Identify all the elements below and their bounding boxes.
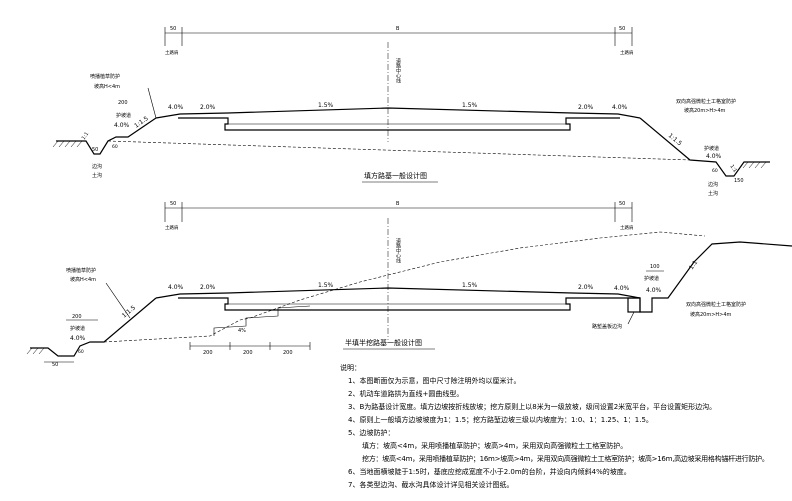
half-ditch-depth: 60 [78, 349, 84, 355]
note-5: 5、边坡防护： [348, 429, 395, 437]
fill-right-protect-height: 坡高20m>H>4m [684, 107, 726, 114]
half-left-protect-height: 坡高H<4m [70, 276, 96, 283]
fill-dim-right: 50 [619, 26, 625, 32]
half-slope-inner-left: 2.0% [200, 284, 216, 291]
half-cut-protect-height: 坡高20m>H>4m [690, 311, 732, 318]
half-cut-berm-label: 护坡道 [644, 275, 659, 282]
half-step-slope: 4% [238, 328, 246, 334]
note-6: 6、当地面横坡陡于1:5时，基底应挖成宽度不小于2.0m的台阶，并设向内倾斜4%… [348, 468, 631, 476]
fill-right-ditch-ratio: 1:1 [728, 164, 738, 174]
half-berm-slope: 4.0% [70, 335, 86, 342]
half-shoulder-left: 土路肩 [165, 224, 179, 231]
fill-slope-mid-left: 1.5% [318, 102, 334, 109]
note-3: 3、B为路基设计宽度。填方边坡按折线放坡；挖方原则上以8米为一级放坡，级间设置2… [348, 403, 717, 411]
fill-right-berm-slope: 4.0% [706, 153, 722, 160]
half-slope-mid-right: 1.5% [462, 282, 478, 289]
notes-heading: 说明： [340, 364, 361, 372]
half-section-title: 半填半挖路基一般设计图 [345, 338, 422, 347]
fill-berm-slope: 4.0% [114, 122, 130, 129]
half-dim-left: 50 [170, 201, 176, 207]
fill-right-ratio: 1:1.5 [667, 132, 683, 147]
fill-shoulder-right: 土路肩 [620, 49, 634, 56]
fill-right-ditch-label-1: 边沟 [708, 181, 718, 188]
fill-slope-outer-left: 4.0% [168, 104, 184, 111]
half-step-2: 200 [243, 350, 253, 356]
half-berm-label: 护坡道 [70, 325, 85, 332]
fill-right-protect-title: 双向高强微粒土工格室防护 [676, 98, 736, 105]
half-slope-inner-right: 2.0% [578, 284, 594, 291]
note-2: 2、机动车道路拱为直线+圆曲线型。 [348, 390, 464, 398]
half-slope-outer-right: 4.0% [614, 285, 630, 292]
fill-section-title: 填方路基一般设计图 [364, 171, 427, 180]
half-centerline-label: 道路中心线 [395, 237, 401, 263]
fill-ditch-label-2: 土沟 [92, 172, 102, 179]
half-left-protect-title: 喷播植草防护 [66, 267, 96, 274]
fill-centerline-label: 道路中心线 [395, 57, 401, 83]
half-slope-mid-left: 1.5% [318, 282, 334, 289]
fill-left-protect-height: 坡高H<4m [94, 83, 120, 90]
fill-right-berm-label: 护坡道 [704, 145, 719, 152]
fill-section: 50 B 50 土路肩 土路肩 道路中心线 4.0% 2.0% 1.5% 1.5… [52, 26, 770, 197]
half-shoulder-right: 土路肩 [620, 224, 634, 231]
half-cut-berm-slope: 4.0% [646, 287, 662, 294]
fill-slope-inner-right: 2.0% [578, 104, 594, 111]
fill-berm-label: 护坡道 [116, 112, 131, 119]
note-5a: 填方：坡高<4m，采用喷播植草防护；坡高>4m，采用双向高强微粒土工格室防护。 [362, 442, 628, 450]
half-cut-protect-title: 双向高强微粒土工格室防护 [686, 301, 746, 308]
half-step-3: 200 [283, 350, 293, 356]
fill-ditch-label-1: 边沟 [92, 163, 102, 170]
note-5b: 挖方：坡高<4m，采用喷播植草防护；16m>坡高>4m，采用双向高强微粒土工格室… [362, 455, 769, 463]
fill-right-ditch-label-2: 土沟 [708, 190, 718, 197]
half-step-1: 200 [203, 350, 213, 356]
fill-right-ditch-depth: 60 [712, 168, 718, 174]
fill-left-protect-title: 喷播植草防护 [90, 73, 120, 80]
note-7: 7、各类型边沟、截水沟具体设计详见相关设计图纸。 [348, 481, 514, 489]
fill-ditch-w: 50 [92, 147, 98, 153]
half-berm-width: 200 [72, 314, 82, 320]
half-ditch-w: 50 [52, 362, 58, 368]
half-drain-label: 路堑盖板边沟 [592, 323, 622, 330]
fill-berm-width: 200 [118, 100, 128, 106]
fill-dim-width: B [396, 26, 400, 32]
half-left-ratio: 1:1.5 [121, 304, 137, 319]
half-dim-width: B [396, 201, 400, 207]
fill-ditch-ratio: 1:1 [81, 131, 91, 141]
note-4: 4、原则上一般填方边坡坡度为1：1.5；挖方路堑边坡三级以内坡度为：1:0、1：… [348, 416, 653, 424]
note-1: 1、本图断面仅为示意，图中尺寸除注明外均以厘米计。 [348, 377, 521, 385]
fill-slope-mid-right: 1.5% [462, 102, 478, 109]
fill-dim-left: 50 [170, 26, 176, 32]
fill-shoulder-left: 土路肩 [165, 49, 179, 56]
fill-slope-outer-right: 4.0% [612, 104, 628, 111]
fill-right-ditch-w: 150 [734, 178, 744, 184]
fill-ditch-depth: 60 [112, 144, 118, 150]
half-dim-right: 50 [619, 201, 625, 207]
half-cut-berm-width: 100 [650, 264, 660, 270]
fill-slope-inner-left: 2.0% [200, 104, 216, 111]
half-section: 50 B 50 土路肩 土路肩 道路中心线 4.0% 2.0% 1.5% 1.5… [26, 201, 792, 368]
half-cut-ratio: 1:1 [688, 259, 699, 271]
half-slope-outer-left: 4.0% [168, 284, 184, 291]
